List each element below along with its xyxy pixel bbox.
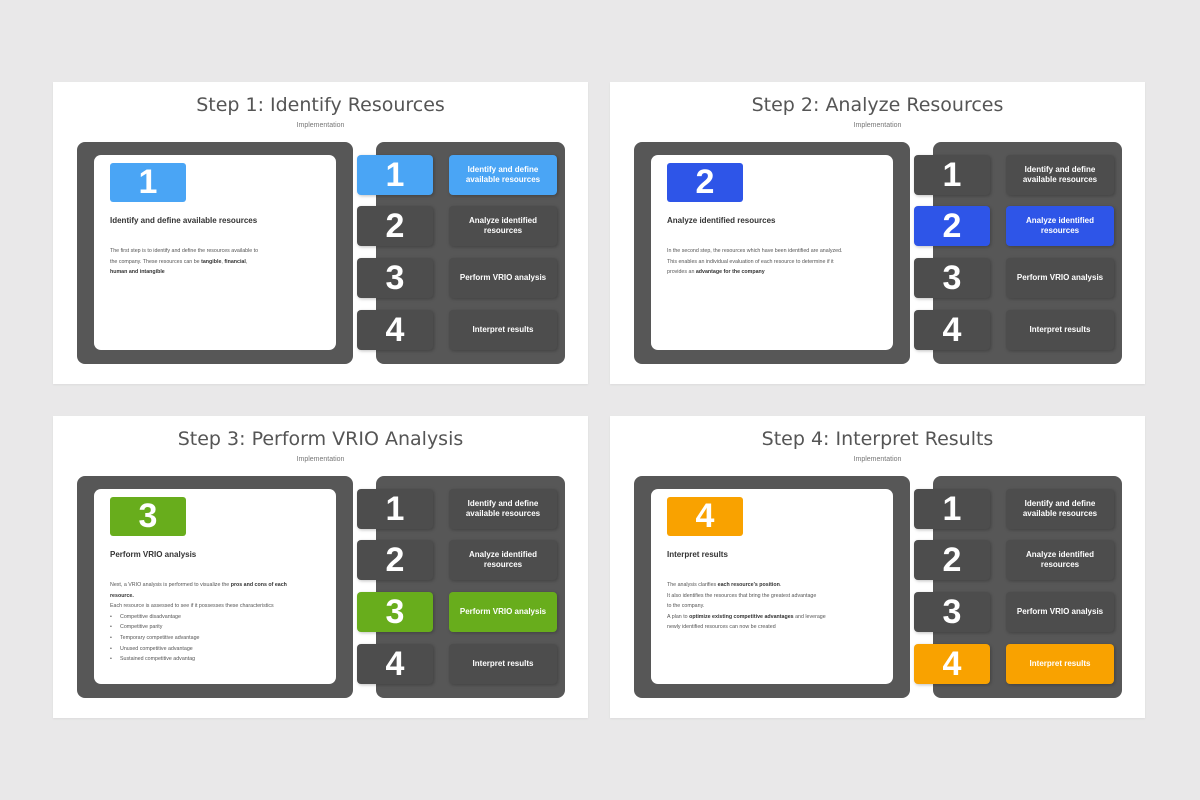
step-row-3[interactable]: 3 Perform VRIO analysis: [357, 592, 557, 632]
step-label: Identify and define available resources: [449, 489, 557, 529]
step-label: Interpret results: [449, 310, 557, 350]
detail-panel: 2 Analyze identified resources In the se…: [634, 142, 910, 364]
step-number-badge: 4: [667, 497, 743, 536]
step-row-1[interactable]: 1 Identify and define available resource…: [914, 155, 1114, 195]
step-row-3[interactable]: 3 Perform VRIO analysis: [357, 258, 557, 298]
step-number-tab: 2: [357, 206, 433, 246]
detail-card: 3 Perform VRIO analysis Next, a VRIO ana…: [94, 489, 336, 684]
step-row-1[interactable]: 1 Identify and define available resource…: [914, 489, 1114, 529]
step-number-badge: 3: [110, 497, 186, 536]
detail-panel: 4 Interpret results The analysis clarifi…: [634, 476, 910, 698]
step-number-badge: 2: [667, 163, 743, 202]
step-label: Analyze identified resources: [449, 206, 557, 246]
step-number-tab: 3: [914, 592, 990, 632]
step-label: Interpret results: [449, 644, 557, 684]
detail-panel: 1 Identify and define available resource…: [77, 142, 353, 364]
card-heading: Identify and define available resources: [110, 216, 258, 225]
step-row-4[interactable]: 4 Interpret results: [357, 310, 557, 350]
slide-title: Step 2: Analyze Resources: [751, 94, 1004, 116]
card-description: Next, a VRIO analysis is performed to vi…: [110, 580, 320, 665]
step-label: Identify and define available resources: [449, 155, 557, 195]
slide-step-1: Step 1: Identify Resources Implementatio…: [53, 82, 588, 384]
slide-step-4: Step 4: Interpret Results Implementation…: [610, 416, 1145, 718]
step-row-3[interactable]: 3 Perform VRIO analysis: [914, 258, 1114, 298]
step-row-4[interactable]: 4 Interpret results: [914, 310, 1114, 350]
step-number-tab: 4: [357, 644, 433, 684]
detail-card: 2 Analyze identified resources In the se…: [651, 155, 893, 350]
card-description: In the second step, the resources which …: [667, 248, 843, 276]
step-label: Analyze identified resources: [1006, 540, 1114, 580]
step-row-1[interactable]: 1 Identify and define available resource…: [357, 489, 557, 529]
step-label: Perform VRIO analysis: [449, 592, 557, 632]
steps-panel: 1 Identify and define available resource…: [357, 142, 565, 364]
slide-step-2: Step 2: Analyze Resources Implementation…: [610, 82, 1145, 384]
step-row-4[interactable]: 4 Interpret results: [914, 644, 1114, 684]
slide-subtitle: Implementation: [853, 456, 902, 463]
step-row-3[interactable]: 3 Perform VRIO analysis: [914, 592, 1114, 632]
step-number-tab: 2: [357, 540, 433, 580]
step-row-2[interactable]: 2 Analyze identified resources: [357, 206, 557, 246]
step-number-tab: 1: [914, 155, 990, 195]
step-number-tab: 4: [914, 644, 990, 684]
detail-card: 4 Interpret results The analysis clarifi…: [651, 489, 893, 684]
slide-title: Step 4: Interpret Results: [761, 428, 994, 450]
step-row-4[interactable]: 4 Interpret results: [357, 644, 557, 684]
card-description: The first step is to identify and define…: [110, 248, 259, 276]
slide-title: Step 1: Identify Resources: [196, 94, 445, 116]
card-heading: Analyze identified resources: [667, 216, 776, 225]
step-label: Identify and define available resources: [1006, 155, 1114, 195]
step-label: Perform VRIO analysis: [1006, 592, 1114, 632]
step-number-tab: 3: [357, 258, 433, 298]
card-description: The analysis clarifies each resource's p…: [667, 582, 826, 631]
step-number-tab: 4: [357, 310, 433, 350]
slide-step-3: Step 3: Perform VRIO Analysis Implementa…: [53, 416, 588, 718]
step-number-tab: 2: [914, 540, 990, 580]
step-row-1[interactable]: 1 Identify and define available resource…: [357, 155, 557, 195]
steps-panel: 1 Identify and define available resource…: [357, 476, 565, 698]
step-label: Interpret results: [1006, 644, 1114, 684]
slide-title: Step 3: Perform VRIO Analysis: [177, 428, 464, 450]
slide-subtitle: Implementation: [296, 456, 345, 463]
step-row-2[interactable]: 2 Analyze identified resources: [357, 540, 557, 580]
step-label: Analyze identified resources: [1006, 206, 1114, 246]
step-label: Interpret results: [1006, 310, 1114, 350]
step-number-badge: 1: [110, 163, 186, 202]
steps-panel: 1 Identify and define available resource…: [914, 476, 1122, 698]
step-row-2[interactable]: 2 Analyze identified resources: [914, 540, 1114, 580]
step-number-tab: 3: [357, 592, 433, 632]
slide-subtitle: Implementation: [296, 122, 345, 129]
slide-subtitle: Implementation: [853, 122, 902, 129]
step-number-tab: 1: [914, 489, 990, 529]
detail-card: 1 Identify and define available resource…: [94, 155, 336, 350]
step-number-tab: 4: [914, 310, 990, 350]
step-label: Analyze identified resources: [449, 540, 557, 580]
steps-panel: 1 Identify and define available resource…: [914, 142, 1122, 364]
card-heading: Perform VRIO analysis: [110, 550, 197, 559]
step-label: Perform VRIO analysis: [449, 258, 557, 298]
step-row-2[interactable]: 2 Analyze identified resources: [914, 206, 1114, 246]
step-number-tab: 1: [357, 155, 433, 195]
step-label: Identify and define available resources: [1006, 489, 1114, 529]
step-label: Perform VRIO analysis: [1006, 258, 1114, 298]
step-number-tab: 1: [357, 489, 433, 529]
step-number-tab: 3: [914, 258, 990, 298]
card-heading: Interpret results: [667, 550, 728, 559]
detail-panel: 3 Perform VRIO analysis Next, a VRIO ana…: [77, 476, 353, 698]
step-number-tab: 2: [914, 206, 990, 246]
